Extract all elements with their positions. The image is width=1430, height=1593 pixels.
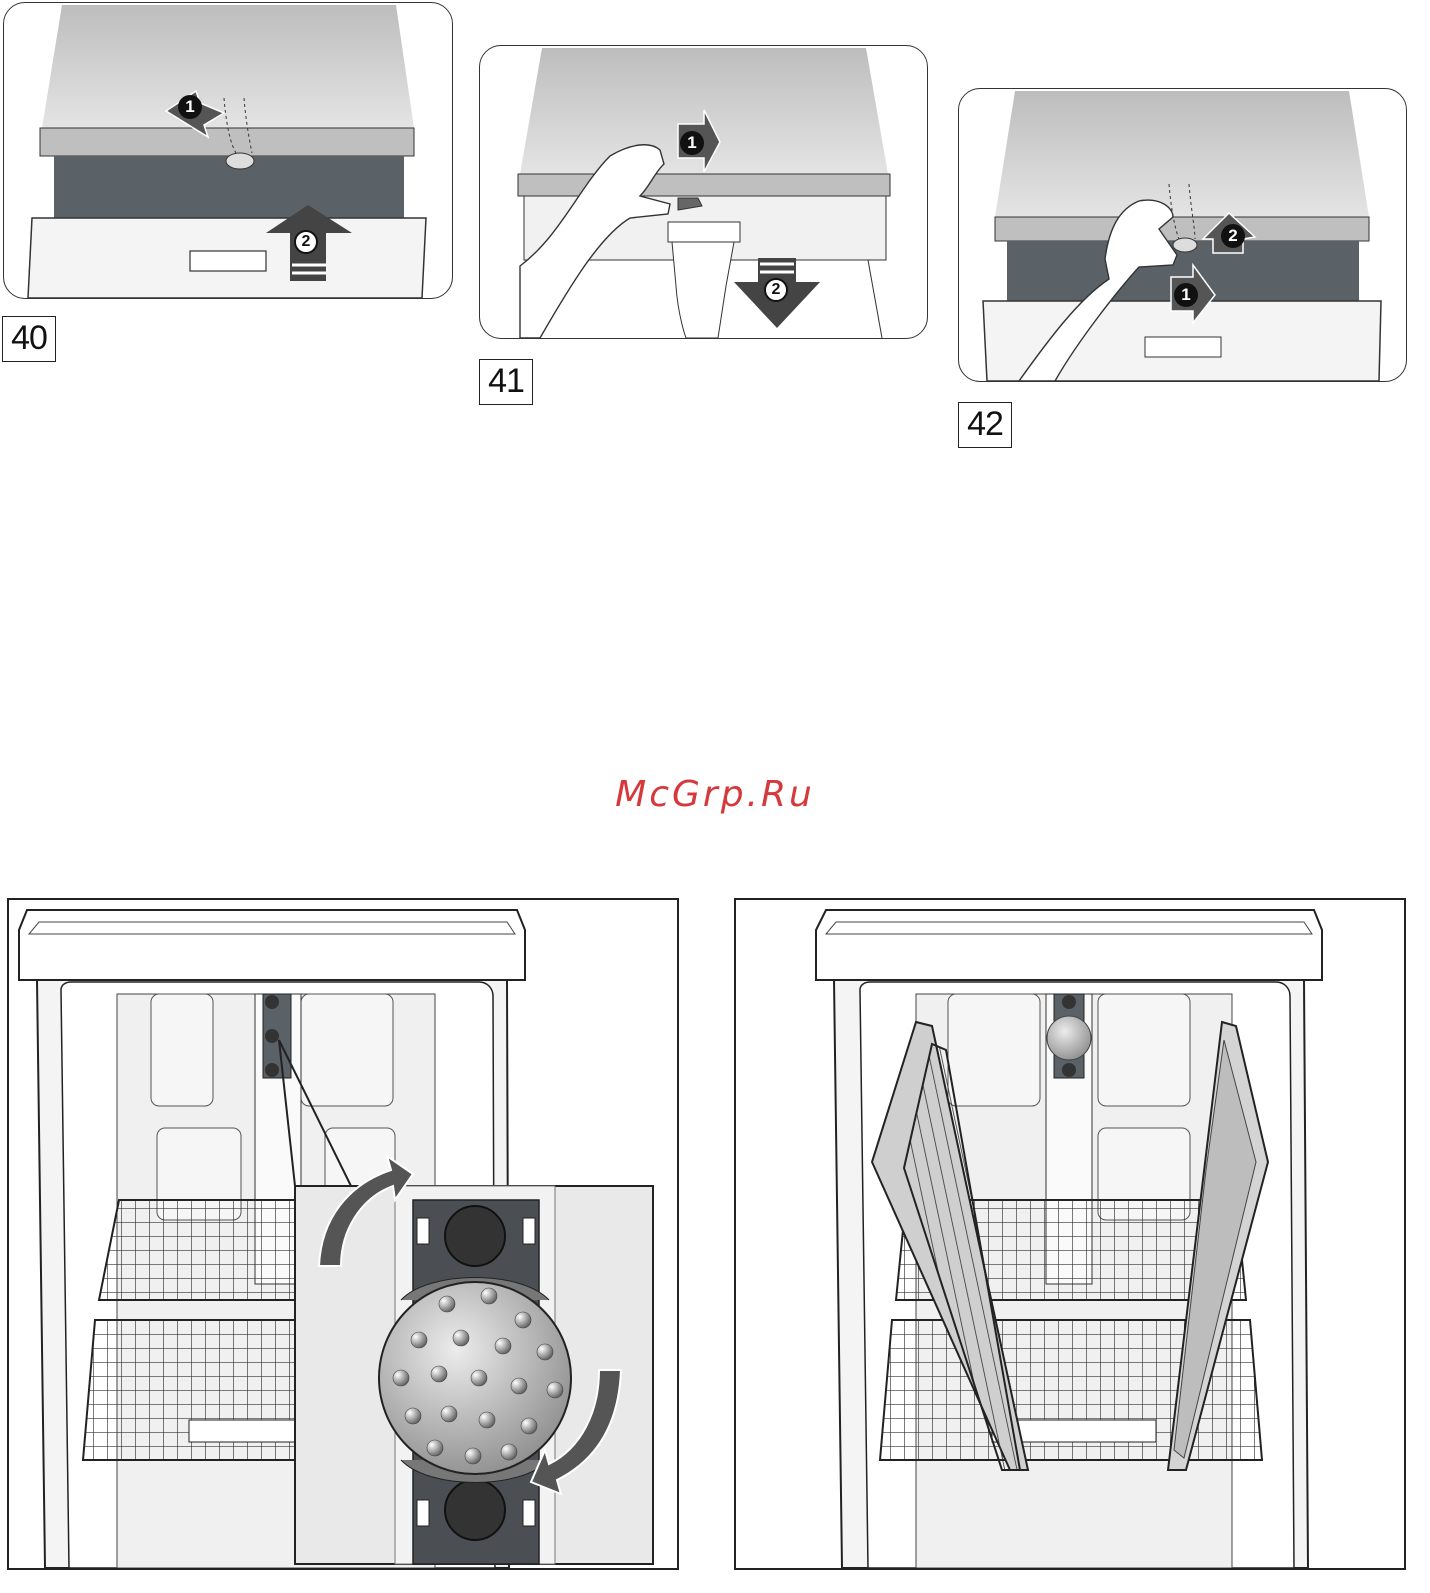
figure-41-number: 41: [479, 359, 533, 405]
figure-40-step-1-badge: 1: [178, 95, 202, 119]
figure-42-step-1-badge: 1: [1174, 283, 1198, 307]
dishwasher-interior-detail-illustration: [7, 898, 679, 1570]
figure-42-drawing: [959, 89, 1406, 381]
figure-41-illustration: [479, 45, 928, 339]
figure-40-step-2-badge: 2: [294, 230, 318, 254]
figure-41-drawing: [480, 46, 927, 338]
watermark: McGrp.Ru: [0, 774, 1430, 815]
figure-40-illustration: [3, 2, 453, 299]
figure-40-number: 40: [2, 316, 56, 362]
figure-42-step-2-badge: 2: [1221, 224, 1245, 248]
figure-42-illustration: [958, 88, 1407, 382]
figure-40-drawing: [4, 3, 452, 298]
figure-42-number: 42: [958, 402, 1012, 448]
figure-41-step-2-badge: 2: [764, 278, 788, 302]
dishwasher-interior-detail-drawing: [9, 900, 677, 1568]
figure-41-step-1-badge: 1: [680, 131, 704, 155]
dishwasher-with-trays-illustration: [734, 898, 1406, 1570]
dishwasher-with-trays-drawing: [736, 900, 1404, 1568]
